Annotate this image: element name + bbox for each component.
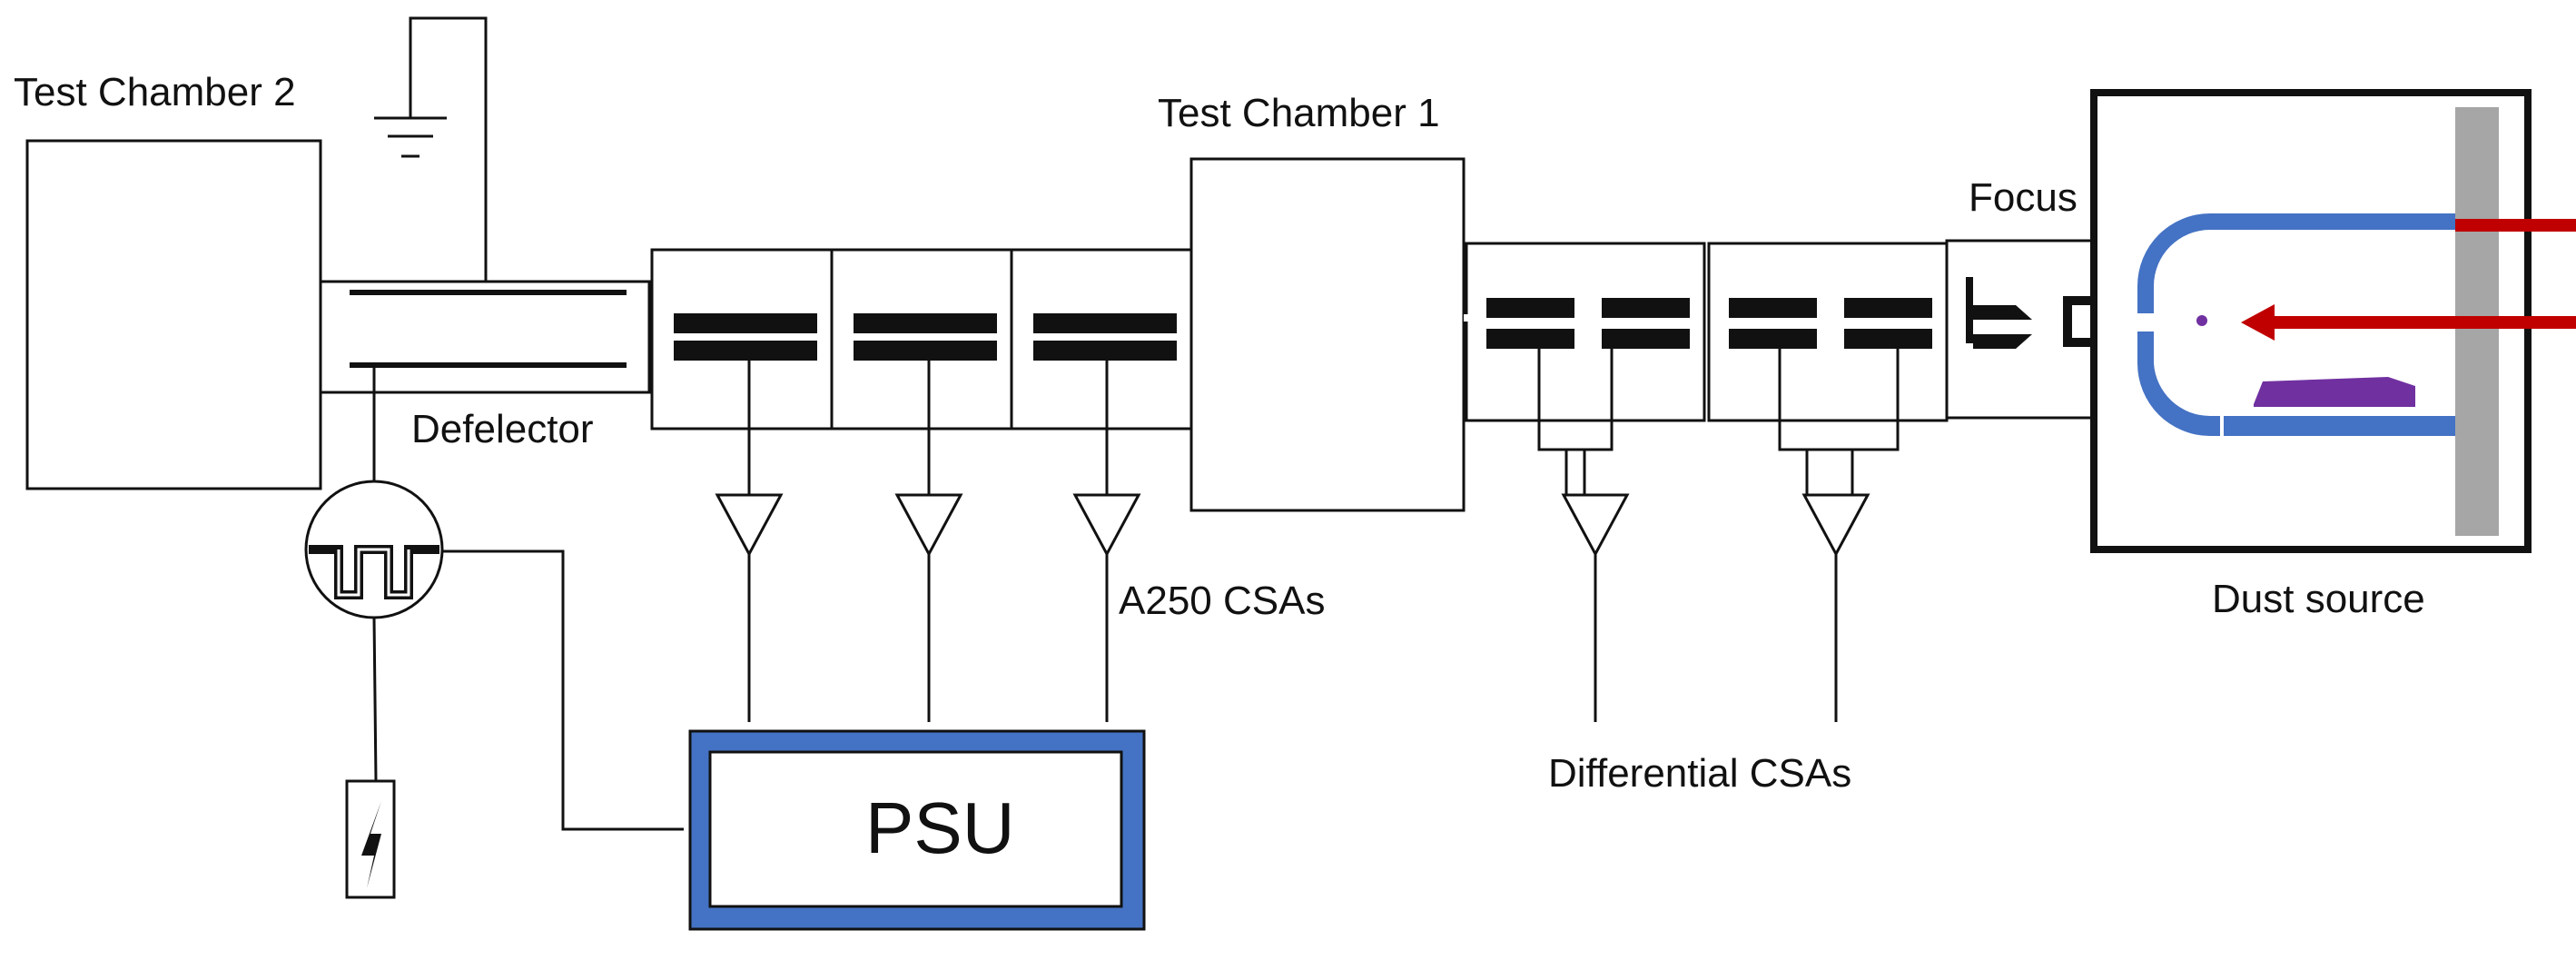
psu-label: PSU xyxy=(865,787,1015,868)
test-chamber-2-box xyxy=(25,139,322,490)
drift-tube-stage-1 xyxy=(650,248,834,431)
amplifier-icon xyxy=(1537,349,1630,722)
ground-icon xyxy=(374,16,488,282)
high-voltage-icon xyxy=(345,779,396,899)
differential-electrodes xyxy=(1486,298,1932,349)
differential-stage-1 xyxy=(1465,242,1706,422)
amplifier-icon xyxy=(1778,349,1900,722)
psu-inner-panel xyxy=(708,750,1123,908)
deflector-tube xyxy=(319,280,651,394)
dust-reservoir xyxy=(2254,377,2415,407)
dust-particle xyxy=(2196,315,2207,326)
dust-source-upper-electrode xyxy=(2137,213,2455,313)
differential-csas-label: Differential CSAs xyxy=(1548,751,1852,796)
drift-tube-electrodes xyxy=(674,313,1177,361)
amplifier-icon xyxy=(715,361,784,722)
drift-tube-stage-2 xyxy=(830,248,1013,431)
focus-electrodes xyxy=(1966,277,2090,349)
amplifier-icon xyxy=(894,361,963,722)
focus-label: Focus xyxy=(1969,175,2078,220)
test-chamber-1-box xyxy=(1189,157,1466,512)
a250-csas-label: A250 CSAs xyxy=(1119,579,1326,623)
dust-source-label: Dust source xyxy=(2212,577,2425,621)
dust-source-lower-electrode xyxy=(2137,332,2455,436)
deflector-label: Defelector xyxy=(411,407,594,451)
amplifier-icon xyxy=(1072,361,1141,722)
test-chamber-2-label: Test Chamber 2 xyxy=(14,70,296,114)
drift-tube-stage-3 xyxy=(1010,248,1193,431)
test-chamber-1-label: Test Chamber 1 xyxy=(1158,91,1440,135)
pulse-generator-icon xyxy=(304,365,684,831)
laser-arrow-icon xyxy=(2241,304,2576,341)
